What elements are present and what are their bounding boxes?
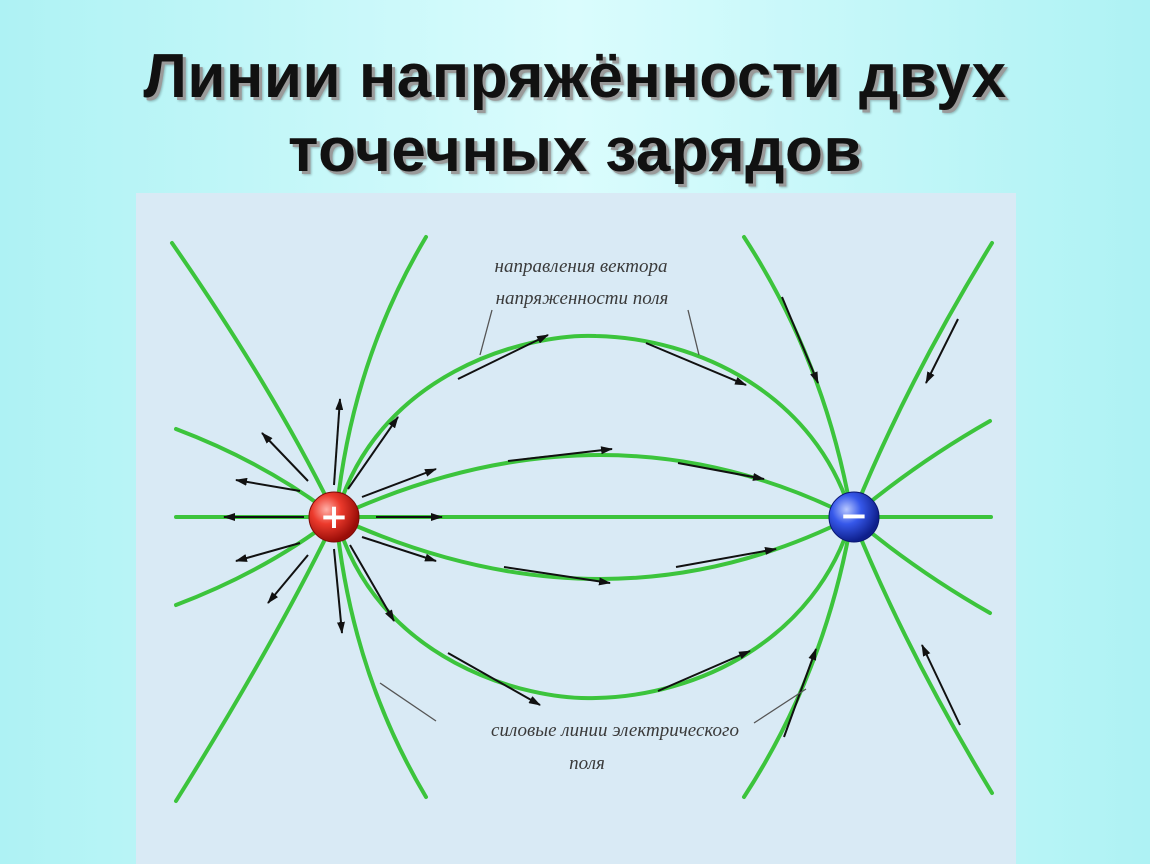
field-line-inner-upper <box>334 453 854 519</box>
field-lines <box>170 235 994 803</box>
arrow-left-up-1 <box>235 477 301 492</box>
field-line-down-left <box>334 515 428 799</box>
annotation-pointers <box>379 309 807 724</box>
field-line-outer-lower <box>334 515 854 701</box>
arrow-right-top <box>925 318 959 384</box>
field-line-inner-lower <box>334 515 854 581</box>
arrow-down-1 <box>333 548 345 634</box>
arrow-down-3 <box>361 536 437 562</box>
arrow-up-3 <box>361 468 437 498</box>
arrow-inner-upper-2 <box>677 462 765 481</box>
arrow-left-down-2 <box>267 554 309 604</box>
arrow-right-bottom <box>921 644 961 726</box>
pointer-field-left <box>379 682 437 722</box>
page-title: Линии напряжённости двух точечных зарядо… <box>0 40 1150 188</box>
label-field-lines-1: силовые линии электрического <box>491 720 739 741</box>
negative-charge: − <box>828 491 880 543</box>
arrow-outer-lower-2 <box>657 650 751 692</box>
field-line-right-bottom-b <box>850 515 994 795</box>
arrow-down-2 <box>349 544 395 622</box>
label-vector-direction-2: напряженности поля <box>496 288 669 309</box>
field-line-up-left <box>334 235 428 519</box>
arrow-up-1 <box>333 398 344 486</box>
field-line-right-top-a <box>850 241 994 519</box>
field-line-down-right <box>742 515 854 799</box>
arrow-inner-lower-1 <box>503 566 611 586</box>
arrow-left-up-2 <box>261 432 309 482</box>
arrow-outer-upper-1 <box>457 334 549 380</box>
label-field-lines-2: поля <box>569 753 605 774</box>
arrow-up-right <box>781 296 819 384</box>
title-line-2: точечных зарядов <box>288 116 862 185</box>
arrow-outer-upper-2 <box>645 342 747 386</box>
pointer-vector-left <box>479 309 493 356</box>
field-line-left-top-a <box>170 241 338 519</box>
field-lines-diagram: направления вектора напряженности поля с… <box>170 235 994 803</box>
field-diagram-panel: направления вектора напряженности поля с… <box>136 193 1016 864</box>
field-line-outer-upper <box>334 333 854 519</box>
pointer-field-right <box>753 688 807 724</box>
positive-sign: + <box>320 497 349 537</box>
field-line-left-bottom-b <box>174 515 338 803</box>
arrow-inner-upper-1 <box>507 446 613 462</box>
arrow-up-2 <box>347 416 399 490</box>
negative-sign: − <box>840 496 869 536</box>
field-direction-arrows <box>223 296 961 738</box>
label-vector-direction-1: направления вектора <box>495 256 668 277</box>
positive-charge: + <box>308 491 360 543</box>
arrow-inner-lower-2 <box>675 547 777 568</box>
arrow-outer-lower-1 <box>447 652 541 706</box>
pointer-vector-right <box>687 309 700 356</box>
title-line-1: Линии напряжённости двух <box>143 42 1007 111</box>
arrow-left-down-1 <box>235 542 301 562</box>
